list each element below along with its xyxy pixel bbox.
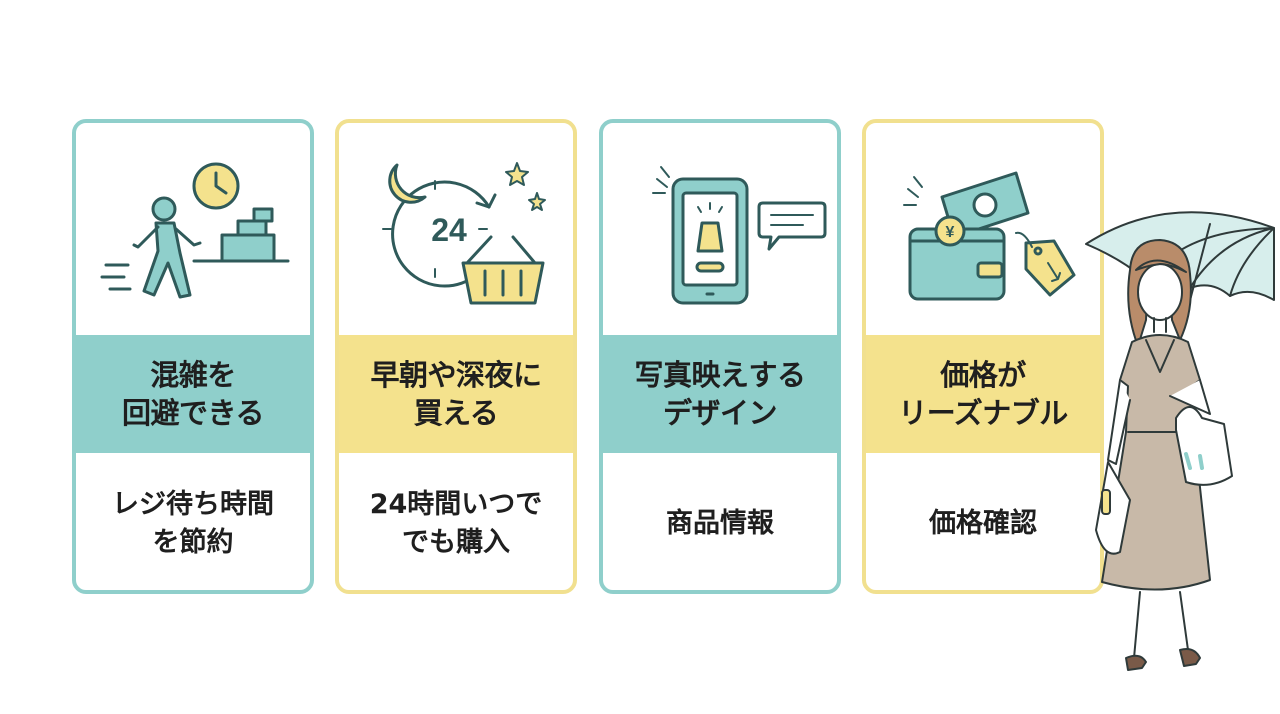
24-hour-clock-basket-icon: 24 bbox=[382, 162, 546, 305]
benefit-title-band: 早朝や深夜に 買える bbox=[339, 335, 573, 453]
benefit-title-band: 価格が リーズナブル bbox=[866, 335, 1100, 453]
benefit-title-line-2: 回避できる bbox=[122, 396, 264, 430]
icon-area: 24 bbox=[339, 123, 573, 335]
benefit-card-crowd-avoidance: 混雑を 回避できる レジ待ち時間 を節約 bbox=[72, 119, 314, 594]
benefit-description: レジ待ち時間 を節約 bbox=[76, 453, 310, 590]
benefit-desc-line-1: 商品情報 bbox=[666, 507, 774, 539]
benefit-desc-line-1: 24時間いつで bbox=[369, 488, 543, 520]
woman-with-umbrella-illustration bbox=[1085, 211, 1275, 671]
benefit-desc-line-2: でも購入 bbox=[402, 526, 510, 558]
benefit-desc-line-1: レジ待ち時間 bbox=[112, 488, 274, 520]
icon-area bbox=[603, 123, 837, 335]
benefit-description: 24時間いつで でも購入 bbox=[339, 453, 573, 590]
yen-label: ¥ bbox=[946, 224, 955, 241]
benefit-title-line-1: 写真映えする bbox=[634, 358, 806, 392]
wallet-money-tag-icon: ¥ bbox=[903, 171, 1076, 301]
benefit-description: 商品情報 bbox=[603, 453, 837, 590]
benefit-card-reasonable-price: ¥ 価格が リーズナブル 価格確認 bbox=[862, 119, 1104, 594]
benefit-title-line-1: 価格が bbox=[940, 358, 1026, 392]
benefit-title-line-2: デザイン bbox=[662, 396, 778, 430]
smartphone-product-icon bbox=[652, 166, 827, 305]
benefit-title-band: 写真映えする デザイン bbox=[603, 335, 837, 453]
icon-area: ¥ bbox=[866, 123, 1100, 335]
benefit-card-photogenic-design: 写真映えする デザイン 商品情報 bbox=[599, 119, 841, 594]
24-label: 24 bbox=[431, 212, 467, 248]
benefit-title-line-2: リーズナブル bbox=[898, 396, 1068, 430]
benefit-card-24-hours: 24 早朝や深夜に 買える 24時間いつで でも購入 bbox=[335, 119, 577, 594]
icon-area bbox=[76, 123, 310, 335]
benefit-title-line-2: 買える bbox=[413, 396, 499, 430]
benefit-desc-line-2: を節約 bbox=[152, 526, 234, 558]
benefit-title-band: 混雑を 回避できる bbox=[76, 335, 310, 453]
benefit-title-line-1: 混雑を bbox=[150, 358, 236, 392]
benefit-desc-line-1: 価格確認 bbox=[929, 507, 1037, 539]
benefit-title-line-1: 早朝や深夜に bbox=[370, 358, 542, 392]
person-walking-to-register-icon bbox=[100, 162, 290, 299]
benefit-description: 価格確認 bbox=[866, 453, 1100, 590]
